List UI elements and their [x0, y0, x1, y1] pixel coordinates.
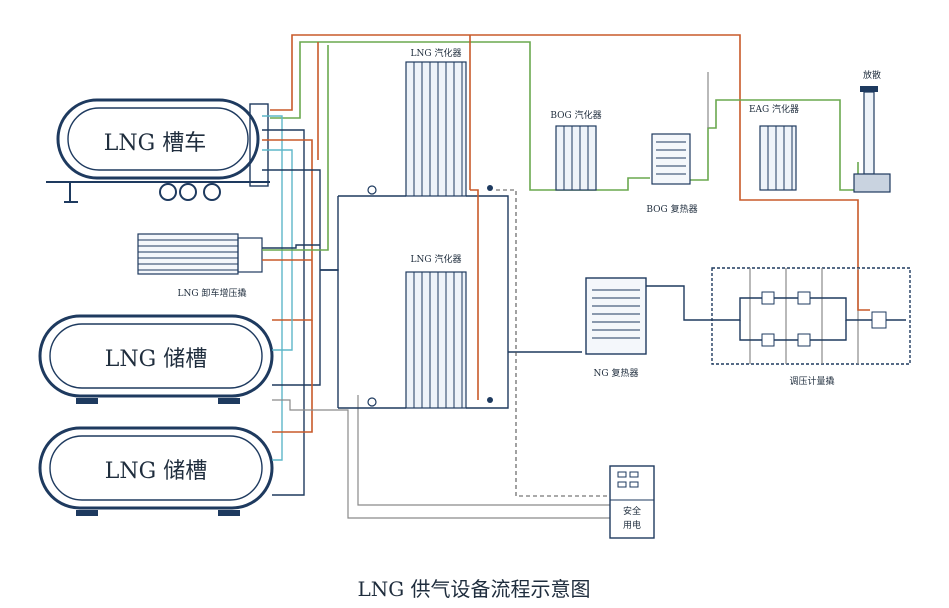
wheel-1: [159, 183, 177, 201]
unloading-skid: LNG 卸车增压撬: [137, 233, 263, 299]
tanker-label: LNG 槽车: [104, 131, 206, 156]
ng-heater-label: NG 复热器: [594, 367, 639, 379]
eag-vaporizer: EAG 汽化器: [749, 103, 799, 191]
top-pipe-network: [270, 34, 859, 270]
bog-vaporizer: BOG 汽化器: [550, 109, 602, 191]
tanker-body: [56, 98, 260, 180]
wheel-2: [179, 183, 197, 201]
bog-vaporizer-label: BOG 汽化器: [550, 109, 601, 121]
lng-storage-tank-1: LNG 储槽: [38, 314, 274, 404]
vent-label: 放散: [863, 69, 881, 81]
left-pipe-bundle: [262, 115, 610, 519]
vaporizer-pipes: [338, 185, 610, 497]
diagram-title: LNG 供气设备流程示意图: [357, 577, 590, 601]
storage-tank-2-label: LNG 储槽: [105, 459, 207, 484]
wheel-3: [203, 183, 221, 201]
control-cabinet: 安全 用电: [609, 465, 655, 539]
safety-power-label-1: 安全: [623, 505, 641, 517]
ng-heater: NG 复热器: [585, 277, 716, 379]
lng-storage-tank-2: LNG 储槽: [38, 426, 274, 516]
bog-heater: BOG 复热器: [646, 133, 698, 215]
eag-vaporizer-label: EAG 汽化器: [749, 103, 799, 115]
vaporizer-bottom-label: LNG 汽化器: [411, 253, 462, 265]
lng-vaporizer-top: LNG 汽化器: [405, 47, 467, 197]
lng-vaporizer-bottom: LNG 汽化器: [405, 253, 467, 409]
bog-heater-label: BOG 复热器: [646, 203, 697, 215]
safety-power-label-2: 用电: [623, 519, 641, 531]
lng-tanker: LNG 槽车: [46, 98, 270, 203]
vaporizer-top-label: LNG 汽化器: [411, 47, 462, 59]
unloading-skid-label: LNG 卸车增压撬: [178, 287, 247, 299]
vent-stack: 放散: [853, 69, 891, 193]
metering-skid: 调压计量撬: [711, 267, 911, 387]
metering-skid-label: 调压计量撬: [789, 375, 834, 387]
storage-tank-1-label: LNG 储槽: [105, 347, 207, 372]
